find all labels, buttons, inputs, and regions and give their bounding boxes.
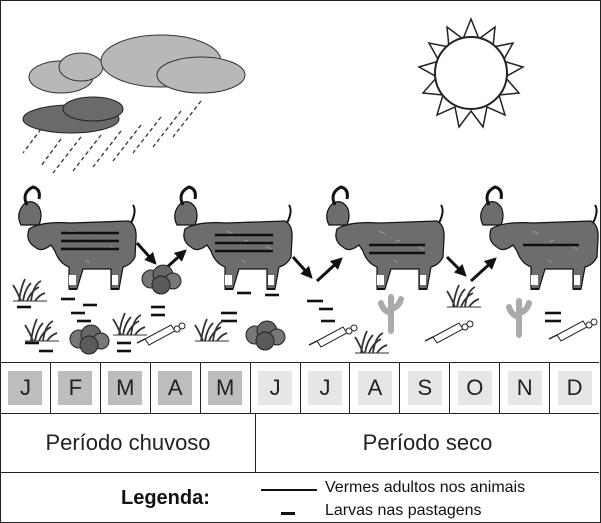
goat-icon	[175, 187, 292, 289]
month-cell: O	[450, 363, 500, 413]
month-cell: J	[251, 363, 301, 413]
syringe-icon	[137, 323, 185, 345]
legend-larvae-text: Larvas nas pastagens	[325, 502, 482, 520]
month-label: M	[208, 371, 242, 405]
legend-title: Legenda:	[121, 487, 210, 510]
period-dry: Período seco	[256, 413, 599, 472]
month-label: D	[558, 371, 592, 405]
month-cell: J	[1, 363, 51, 413]
month-cell: A	[151, 363, 201, 413]
grass-icon	[25, 319, 59, 341]
month-label: J	[8, 371, 42, 405]
month-cell: D	[550, 363, 599, 413]
goat-icon	[327, 187, 444, 289]
goat-icon	[19, 187, 136, 289]
month-cell: A	[350, 363, 400, 413]
grass-icon	[13, 279, 47, 301]
cactus-icon	[381, 297, 401, 331]
month-label: A	[158, 371, 192, 405]
month-label: A	[358, 371, 392, 405]
bush-icon	[70, 325, 109, 354]
month-label: J	[308, 371, 342, 405]
legend-adult-worm-symbol	[261, 489, 317, 491]
month-cell: M	[201, 363, 251, 413]
month-label: J	[258, 371, 292, 405]
month-label: M	[108, 371, 142, 405]
cloud-light-icon	[29, 35, 245, 93]
month-cell: M	[101, 363, 151, 413]
goat-icon	[481, 187, 598, 289]
month-label: O	[458, 371, 492, 405]
period-row: Período chuvoso Período seco	[1, 413, 599, 473]
legend-adult-worm-text: Vermes adultos nos animais	[325, 479, 525, 497]
month-label: S	[408, 371, 442, 405]
bush-icon	[142, 265, 181, 294]
month-cell: S	[400, 363, 450, 413]
syringe-icon	[309, 325, 357, 347]
grass-icon	[447, 285, 481, 307]
syringe-icon	[425, 321, 473, 343]
cloud-dark-icon	[23, 97, 123, 133]
illustration	[1, 1, 599, 361]
month-cell: N	[500, 363, 550, 413]
grass-icon	[113, 313, 147, 335]
month-cell: F	[51, 363, 101, 413]
grass-icon	[355, 331, 389, 353]
month-label: N	[508, 371, 542, 405]
cactus-icon	[509, 301, 529, 335]
sun-icon	[419, 19, 523, 127]
bush-icon	[246, 321, 285, 350]
legend: Legenda: Vermes adultos nos animais Larv…	[1, 473, 599, 521]
month-label: F	[58, 371, 92, 405]
month-cell: J	[301, 363, 351, 413]
legend-larvae-symbol	[281, 512, 295, 515]
period-rainy: Período chuvoso	[1, 413, 256, 472]
